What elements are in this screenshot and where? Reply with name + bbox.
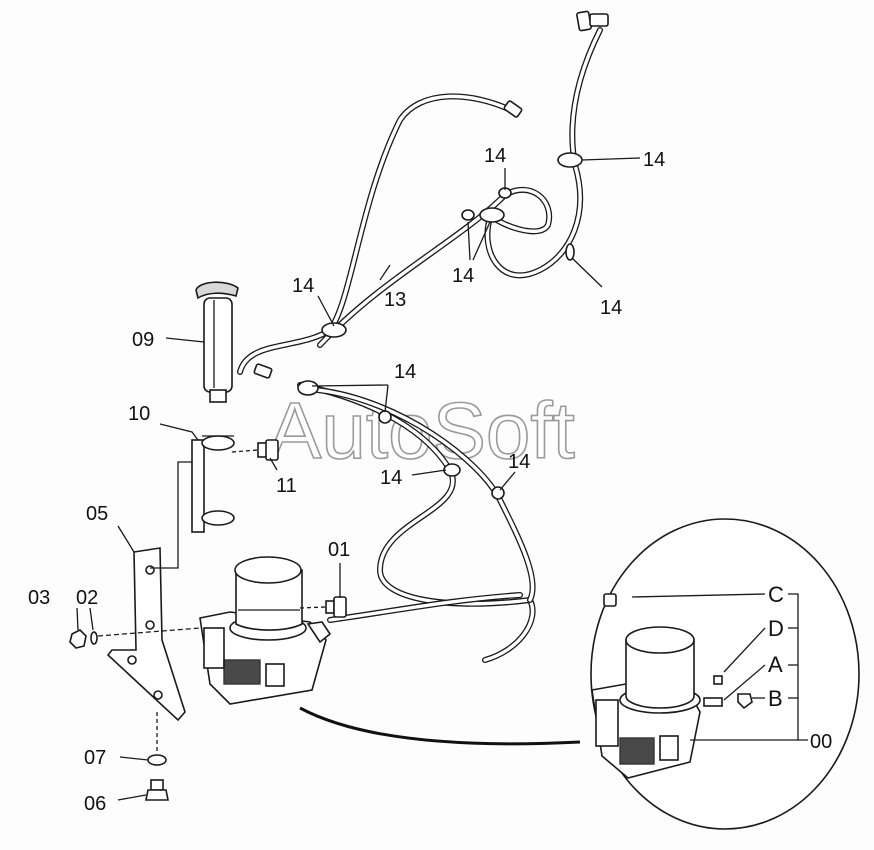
- callout-10: 10: [128, 403, 150, 425]
- fitting-C: [603, 593, 617, 607]
- callout-02: 02: [76, 587, 98, 609]
- callout-05: 05: [86, 503, 108, 525]
- nut-03: [69, 629, 87, 649]
- callout-A: A: [768, 652, 783, 677]
- callout-B: B: [768, 686, 783, 711]
- callout-D: D: [768, 616, 784, 641]
- grease-gun: [195, 281, 239, 403]
- grease-pump: [199, 556, 332, 705]
- hose-fitting-upper: [503, 100, 523, 118]
- holder-bolt: [231, 439, 279, 461]
- callout-14-a: 14: [292, 275, 314, 297]
- hose-fitting-left: [253, 363, 273, 379]
- leader-lines: [76, 157, 641, 801]
- hose-assembly: [237, 27, 603, 663]
- washer-07: [147, 754, 167, 766]
- callout-14-h: 14: [508, 451, 530, 473]
- fitting-A: [703, 697, 723, 707]
- callout-09: 09: [132, 329, 154, 351]
- bolt-06: [145, 779, 169, 801]
- fitting-D: [713, 675, 723, 685]
- callout-14-e: 14: [643, 149, 665, 171]
- mount-bracket: [106, 461, 192, 722]
- pump-bolt-01: [299, 596, 347, 618]
- grease-gun-holder: [191, 435, 235, 533]
- hose-fitting-top: [576, 10, 609, 32]
- callout-C: C: [768, 582, 784, 607]
- callout-14-f: 14: [394, 361, 416, 383]
- hose-clamps: [297, 152, 583, 500]
- callout-07: 07: [84, 747, 106, 769]
- callout-14-c: 14: [452, 265, 474, 287]
- callout-14-g: 14: [380, 467, 402, 489]
- callout-00: 00: [810, 731, 832, 753]
- callout-03: 03: [28, 587, 50, 609]
- detail-view: [590, 518, 860, 830]
- callout-14-d: 14: [600, 297, 622, 319]
- callout-06: 06: [84, 793, 106, 815]
- callout-01: 01: [328, 539, 350, 561]
- callout-13: 13: [384, 289, 406, 311]
- callout-11: 11: [276, 475, 297, 497]
- washer-02: [90, 631, 98, 645]
- fitting-B: [737, 693, 753, 710]
- callout-14-b: 14: [484, 145, 506, 167]
- detail-arrow: [299, 706, 581, 746]
